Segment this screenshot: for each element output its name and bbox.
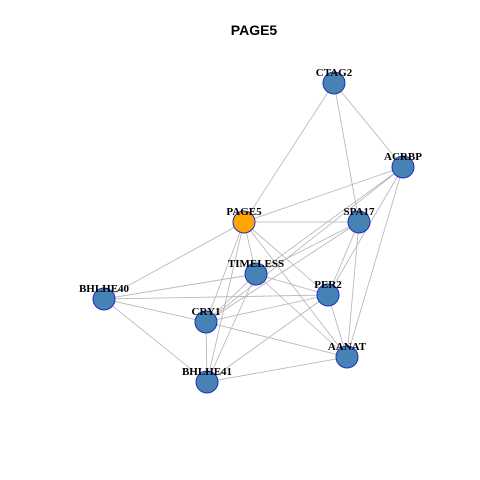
node-spa17[interactable] bbox=[347, 210, 371, 234]
edge-acrbp-page5 bbox=[243, 166, 404, 223]
node-timeless[interactable] bbox=[244, 262, 268, 286]
edge-spa17-timeless bbox=[255, 221, 360, 275]
edge-cry1-aanat bbox=[205, 321, 348, 358]
edge-ctag2-spa17 bbox=[333, 82, 360, 223]
node-page5[interactable] bbox=[232, 210, 256, 234]
edge-bhlhe40-cry1 bbox=[103, 298, 207, 323]
edge-page5-bhlhe40 bbox=[103, 221, 245, 300]
edge-page5-cry1 bbox=[205, 221, 245, 323]
node-acrbp[interactable] bbox=[391, 155, 415, 179]
edge-per2-bhlhe41 bbox=[206, 294, 329, 383]
node-aanat[interactable] bbox=[335, 345, 359, 369]
node-label-ctag2: CTAG2 bbox=[316, 67, 353, 79]
edge-timeless-bhlhe40 bbox=[103, 273, 257, 300]
node-label-bhlhe40: BHLHE40 bbox=[79, 283, 130, 295]
edge-spa17-cry1 bbox=[205, 221, 360, 323]
graph-title: PAGE5 bbox=[231, 22, 278, 38]
node-label-page5: PAGE5 bbox=[226, 206, 262, 218]
edge-layer bbox=[103, 82, 404, 383]
edge-ctag2-acrbp bbox=[333, 82, 404, 168]
edge-acrbp-aanat bbox=[346, 166, 404, 358]
node-label-per2: PER2 bbox=[314, 279, 342, 291]
edge-timeless-per2 bbox=[255, 273, 329, 296]
node-layer bbox=[92, 71, 415, 394]
node-label-aanat: AANAT bbox=[328, 341, 367, 353]
edge-acrbp-timeless bbox=[255, 166, 404, 275]
node-bhlhe41[interactable] bbox=[195, 370, 219, 394]
node-per2[interactable] bbox=[316, 283, 340, 307]
edge-bhlhe40-per2 bbox=[103, 294, 329, 300]
edge-timeless-aanat bbox=[255, 273, 348, 358]
node-cry1[interactable] bbox=[194, 310, 218, 334]
node-label-acrbp: ACRBP bbox=[384, 151, 422, 163]
edge-page5-bhlhe41 bbox=[206, 221, 245, 383]
edge-page5-aanat bbox=[243, 221, 348, 358]
edge-spa17-aanat bbox=[346, 221, 360, 358]
edge-ctag2-page5 bbox=[243, 82, 335, 223]
node-label-cry1: CRY1 bbox=[192, 306, 221, 318]
node-label-timeless: TIMELESS bbox=[228, 258, 284, 270]
node-label-spa17: SPA17 bbox=[344, 206, 375, 218]
node-ctag2[interactable] bbox=[322, 71, 346, 95]
edge-acrbp-cry1 bbox=[205, 166, 404, 323]
edge-aanat-bhlhe41 bbox=[206, 356, 348, 383]
edge-bhlhe40-bhlhe41 bbox=[103, 298, 208, 383]
node-bhlhe40[interactable] bbox=[92, 287, 116, 311]
edge-timeless-cry1 bbox=[205, 273, 257, 323]
edge-spa17-per2 bbox=[327, 221, 360, 296]
edge-per2-cry1 bbox=[205, 294, 329, 323]
node-label-bhlhe41: BHLHE41 bbox=[182, 366, 232, 378]
